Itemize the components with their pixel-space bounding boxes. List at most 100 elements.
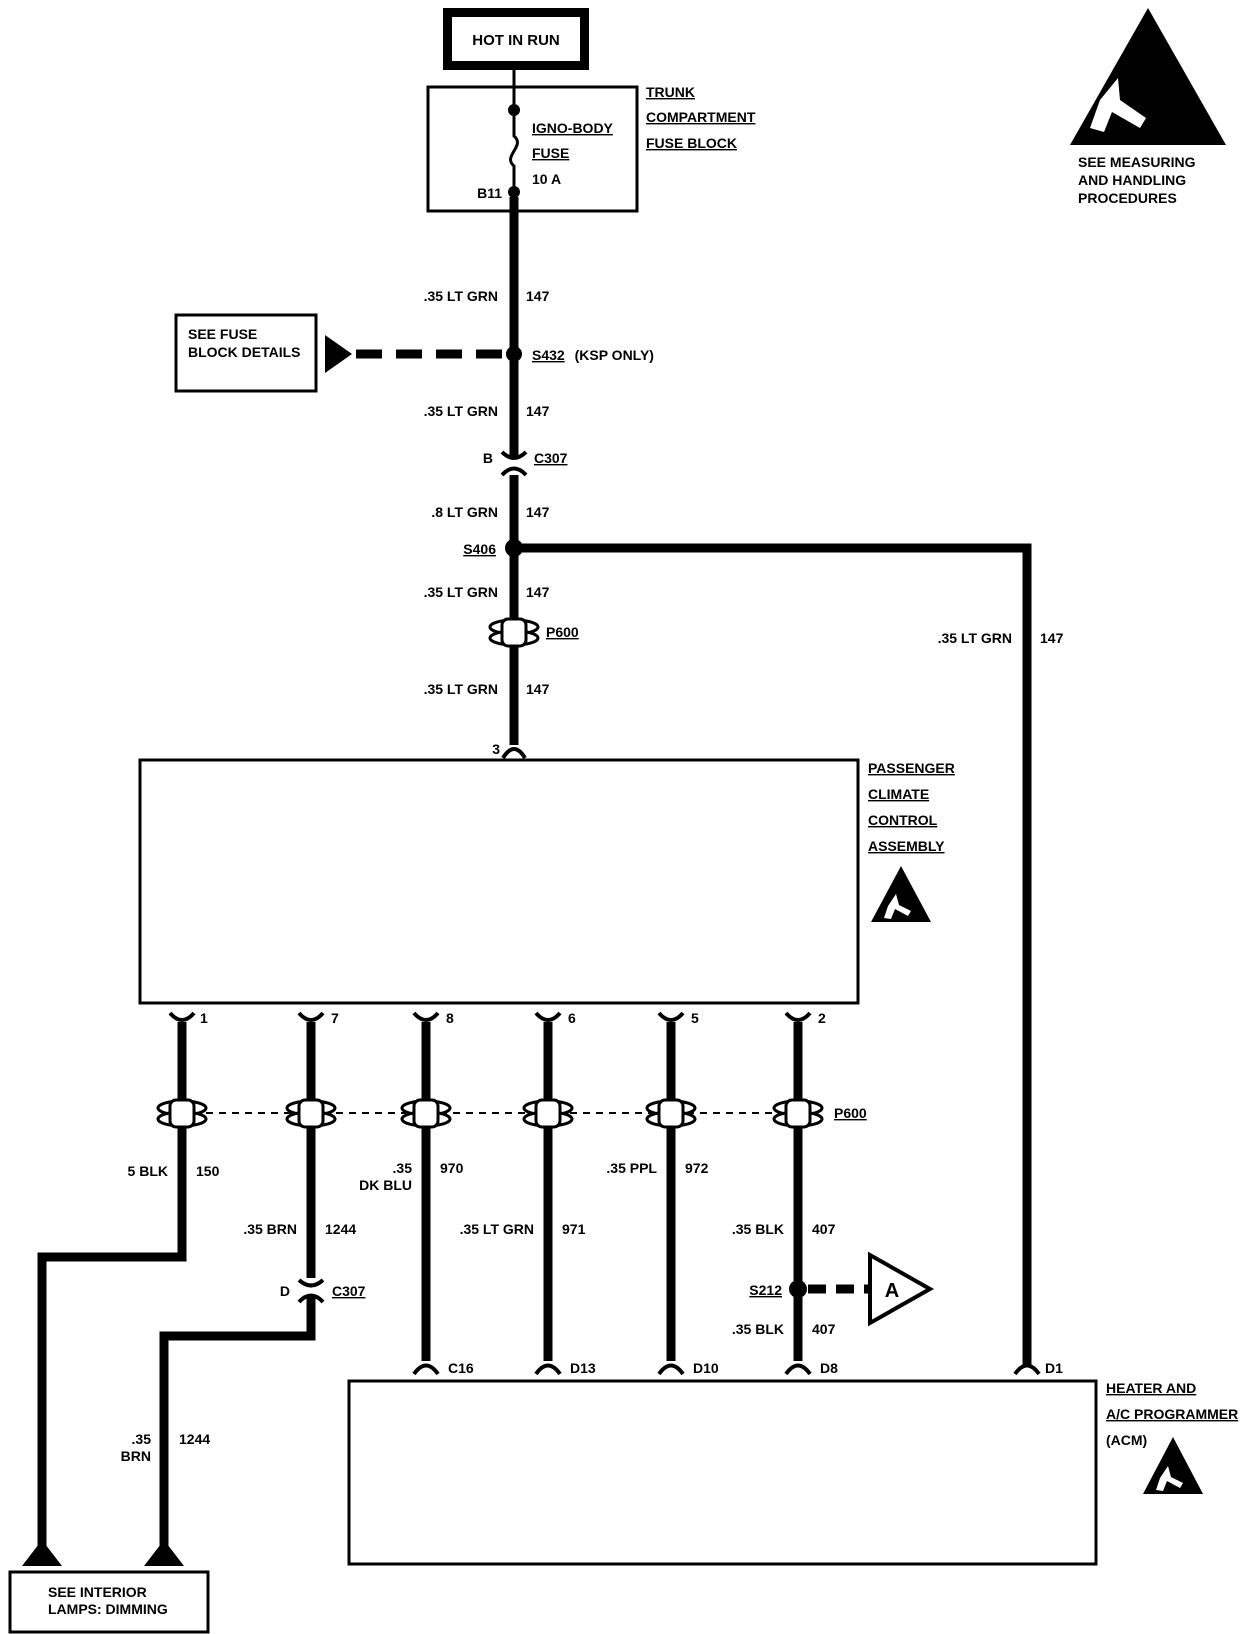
wire-407-circuit-b: 407 [812,1321,836,1337]
wire-147-circuit-1: 147 [526,288,550,304]
splice-s212 [789,1280,807,1298]
wire-971-circuit: 971 [562,1221,586,1237]
esd-notice-1: SEE MEASURING [1078,154,1196,170]
pcc-name-2: CLIMATE [868,786,929,802]
wire-407-gauge-a: .35 BLK [732,1221,784,1237]
pcc-esd-icon [871,866,931,922]
connector-c307-male [500,466,528,477]
connector-c307-lower-male [297,1293,325,1304]
fuse-icon [509,110,519,192]
p600-bottom-label: P600 [834,1105,867,1121]
acm-pins [412,1363,1041,1376]
pcc-pin-8-terminal [412,1011,440,1022]
wire-147-circuit-5: 147 [526,681,550,697]
s432-label: S432 (KSP ONLY) [532,347,654,363]
wire-147-gauge-5: .35 LT GRN [424,681,498,697]
wire-147-gauge-1: .35 LT GRN [424,288,498,304]
pcc-pin-1: 1 [200,1010,208,1026]
wire-972-gauge: .35 PPL [606,1160,657,1176]
wire-147-circuit-3: 147 [526,504,550,520]
pcc-pin-8: 8 [446,1010,454,1026]
esd-notice-2: AND HANDLING [1078,172,1186,188]
fuse-terminal-label: B11 [477,185,502,201]
pcc-pin-7: 7 [331,1010,339,1026]
wire-970-circuit: 970 [440,1160,464,1176]
wire-1244-lower [159,1296,316,1550]
pcc-pin-6-terminal [534,1011,562,1022]
fuse-block-name-3: FUSE BLOCK [646,135,737,151]
ground-arrow-150-icon [22,1540,62,1566]
wire-147-gauge-2: .35 LT GRN [424,403,498,419]
see-interior-lamps-box [8,1570,210,1634]
acm-esd-icon [1143,1437,1203,1494]
pcc-name-4: ASSEMBLY [868,838,945,854]
c307-pin-b: B [483,450,493,466]
pcc-name-1: PASSENGER [868,760,955,776]
fuse-label-3: 10 A [532,171,561,187]
wire-147-circuit-4: 147 [526,584,550,600]
s212-label: S212 [749,1282,782,1298]
wire-150-gauge: 5 BLK [128,1163,168,1179]
see-interior-2: LAMPS: DIMMING [48,1601,168,1617]
acm-pin-d8: D8 [820,1360,838,1376]
pcc-pin-3-terminal [501,747,527,760]
pcc-bottom-pins [168,1011,812,1022]
connector-c307-female [500,450,528,460]
p600-top-label: P600 [546,624,579,640]
wire-1244b-circuit: 1244 [179,1431,210,1447]
wire-407-gauge-b: .35 BLK [732,1321,784,1337]
hot-in-run-box: HOT IN RUN [443,8,589,70]
acm-pin-d1: D1 [1045,1360,1063,1376]
wire-1244-circuit: 1244 [325,1221,356,1237]
s432-note: (KSP ONLY) [575,347,654,363]
acm-pin-d10-terminal [657,1363,685,1376]
acm-pin-d8-terminal [784,1363,812,1376]
acm-name-3: (ACM) [1106,1432,1147,1448]
wire-407-circuit-a: 407 [812,1221,836,1237]
acm-pin-d13: D13 [570,1360,596,1376]
wire-1244b-gauge-2: BRN [121,1448,151,1464]
acm-pin-c16: C16 [448,1360,474,1376]
acm-pin-d10: D10 [693,1360,719,1376]
wire-147-gauge-4: .35 LT GRN [424,584,498,600]
s432-id: S432 [532,347,565,363]
fuse-label-1: IGNO-BODY [532,120,614,136]
wire-971-gauge: .35 LT GRN [460,1221,534,1237]
fuse-terminal-b11 [508,186,520,198]
ground-arrow-1244-icon [144,1540,184,1566]
fuse-block-name-1: TRUNK [646,84,695,100]
arrow-to-fuse-block-icon [325,335,352,373]
see-interior-1: SEE INTERIOR [48,1584,147,1600]
pcc-pin-5: 5 [691,1010,699,1026]
fuse-label-2: FUSE [532,145,569,161]
acm-name-2: A/C PROGRAMMER [1106,1406,1238,1422]
esd-notice-3: PROCEDURES [1078,190,1177,206]
acm-box [347,1379,1098,1566]
see-fuse-block-1: SEE FUSE [188,326,257,342]
branch-wire-circuit: 147 [1040,630,1064,646]
wire-1244b-gauge-1: .35 [132,1431,152,1447]
esd-warning-icon [1070,8,1226,145]
c307-lower-label: C307 [332,1283,366,1299]
wire-972-circuit: 972 [685,1160,709,1176]
wire-147-circuit-2: 147 [526,403,550,419]
pcc-pin-5-terminal [657,1011,685,1022]
wire-970-gauge-2: DK BLU [359,1177,412,1193]
pcc-pin-1-terminal [168,1011,196,1022]
wire-970-gauge-1: .35 [393,1160,413,1176]
splice-s432 [506,346,522,362]
pcc-pin-2: 2 [818,1010,826,1026]
pcc-pin-7-terminal [297,1011,325,1022]
connector-p600-top [488,617,540,648]
wire-150-circuit: 150 [196,1163,220,1179]
acm-pin-d13-terminal [534,1363,562,1376]
wire-147-branch [514,543,1032,1365]
branch-wire-gauge: .35 LT GRN [938,630,1012,646]
see-fuse-block-box [174,313,318,393]
acm-name-1: HEATER AND [1106,1380,1196,1396]
connector-p600-bottom [156,1098,824,1129]
c307-pin-d: D [280,1283,290,1299]
hot-in-run-label: HOT IN RUN [472,32,560,49]
offpage-a-label: A [885,1280,899,1302]
